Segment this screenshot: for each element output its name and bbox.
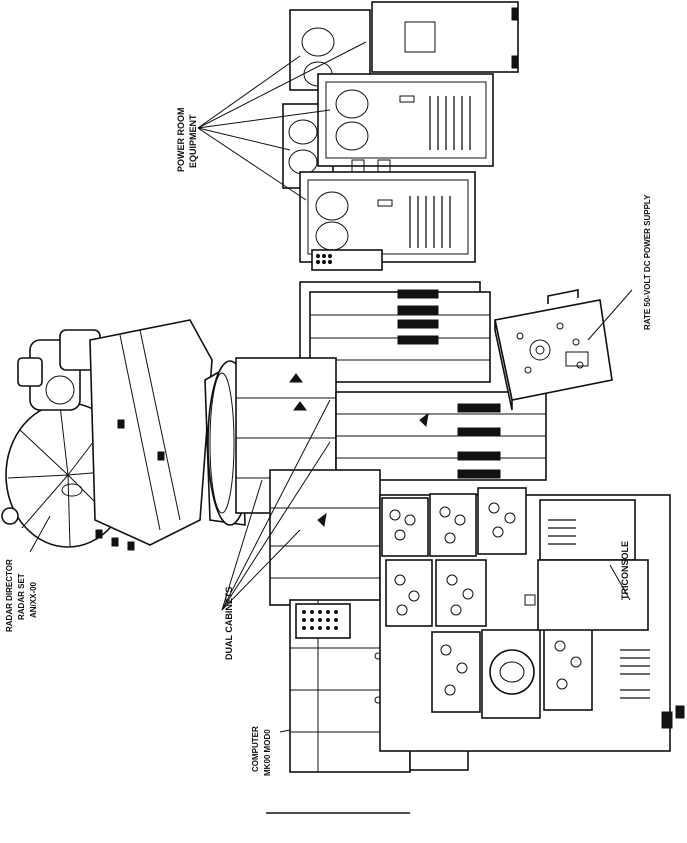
power-room-equipment (197, 1, 519, 271)
computer-label-line2: MK00 MOD0 (263, 729, 272, 776)
radar-director-label-line2: RADAR SET (17, 573, 26, 620)
dual-cabinets (221, 281, 547, 611)
triconsole-label: TRICONSOLE (620, 541, 630, 600)
triconsole (379, 487, 685, 752)
computer-label-line1: COMPUTER (251, 726, 260, 772)
radar-director (1, 319, 253, 551)
radar-director-label-line3: AN/XX-00 (29, 581, 38, 618)
radar-director-label-line1: RADAR DIRECTOR (5, 559, 14, 632)
dual-cabinets-label: DUAL CABINETS (224, 587, 234, 660)
power-room-label-line1: POWER ROOM (176, 108, 186, 173)
dc-power-supply (494, 289, 633, 411)
power-supply-label: RATE 50-VOLT DC POWER SUPPLY (643, 194, 652, 330)
power-room-label-line2: EQUIPMENT (188, 114, 198, 168)
